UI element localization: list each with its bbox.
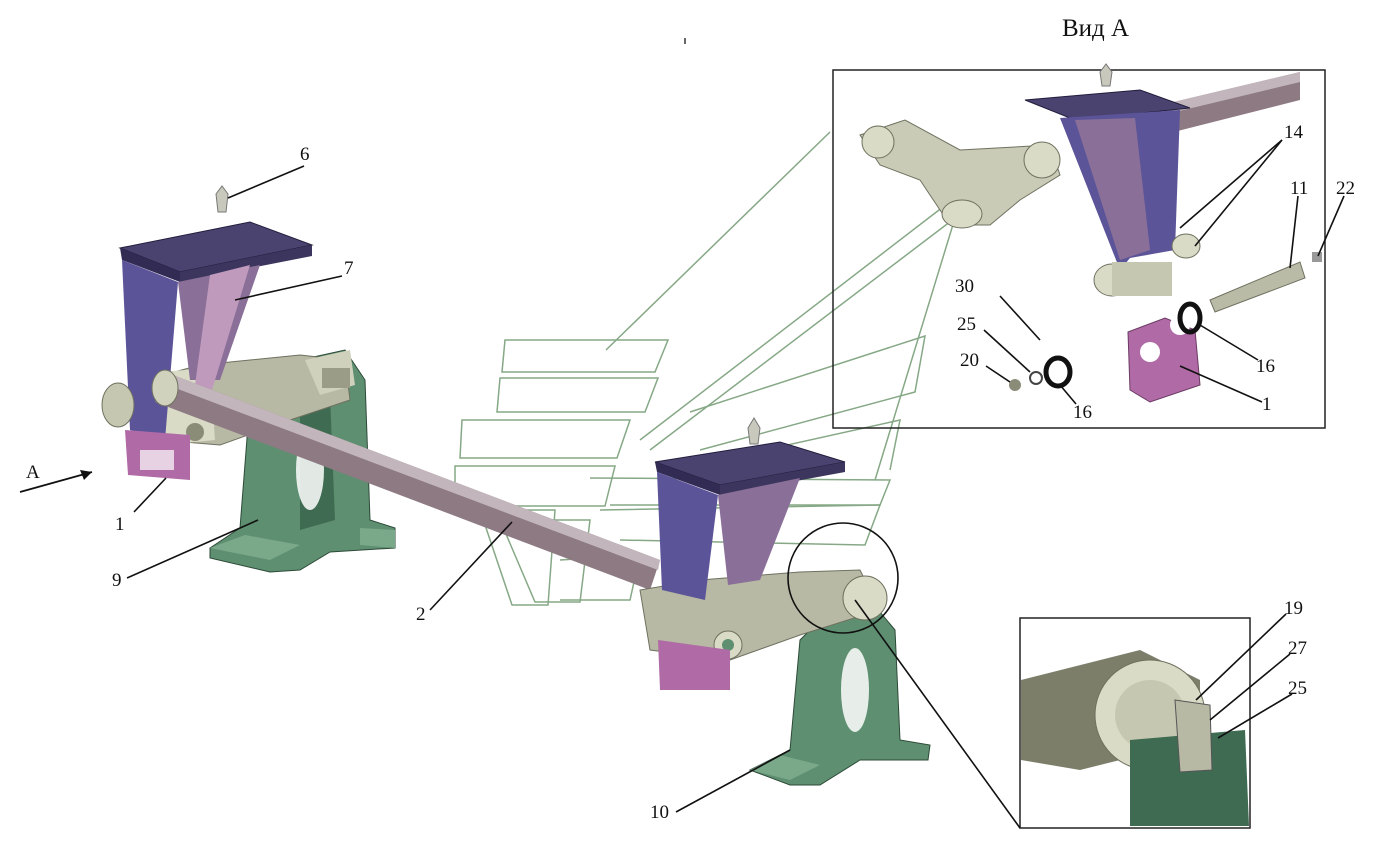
callout-16-bottom: 16 <box>1073 402 1092 423</box>
left-assembly <box>101 185 396 573</box>
rod <box>151 369 660 590</box>
callout-25-inset: 25 <box>957 314 976 335</box>
callout-14: 14 <box>1284 122 1304 143</box>
callout-20: 20 <box>960 350 979 371</box>
right-assembly <box>639 417 931 786</box>
callout-2: 2 <box>416 604 426 625</box>
callout-27: 27 <box>1288 638 1307 659</box>
callout-10: 10 <box>650 802 669 823</box>
view-arrow: A <box>19 462 93 493</box>
callout-1-left: 1 <box>115 514 125 535</box>
view-a-title: Вид А <box>1062 15 1129 42</box>
view-a-frame <box>832 69 1326 429</box>
callout-16-right: 16 <box>1256 356 1275 377</box>
callout-25-detail: 25 <box>1288 678 1307 699</box>
callout-9: 9 <box>112 570 122 591</box>
callout-11: 11 <box>1290 178 1308 199</box>
callout-1-inset: 1 <box>1262 394 1272 415</box>
detail-parts <box>854 599 1249 829</box>
callout-6: 6 <box>300 144 310 165</box>
detail-frame <box>1019 617 1251 829</box>
callout-30: 30 <box>955 276 974 297</box>
callout-7: 7 <box>344 258 354 279</box>
arrow-a-label: A <box>26 462 40 483</box>
callouts: 6 7 1 9 2 10 14 11 22 30 25 20 16 16 1 1… <box>112 122 1355 823</box>
callout-22: 22 <box>1336 178 1355 199</box>
view-a-parts <box>859 63 1322 403</box>
callout-19: 19 <box>1284 598 1303 619</box>
